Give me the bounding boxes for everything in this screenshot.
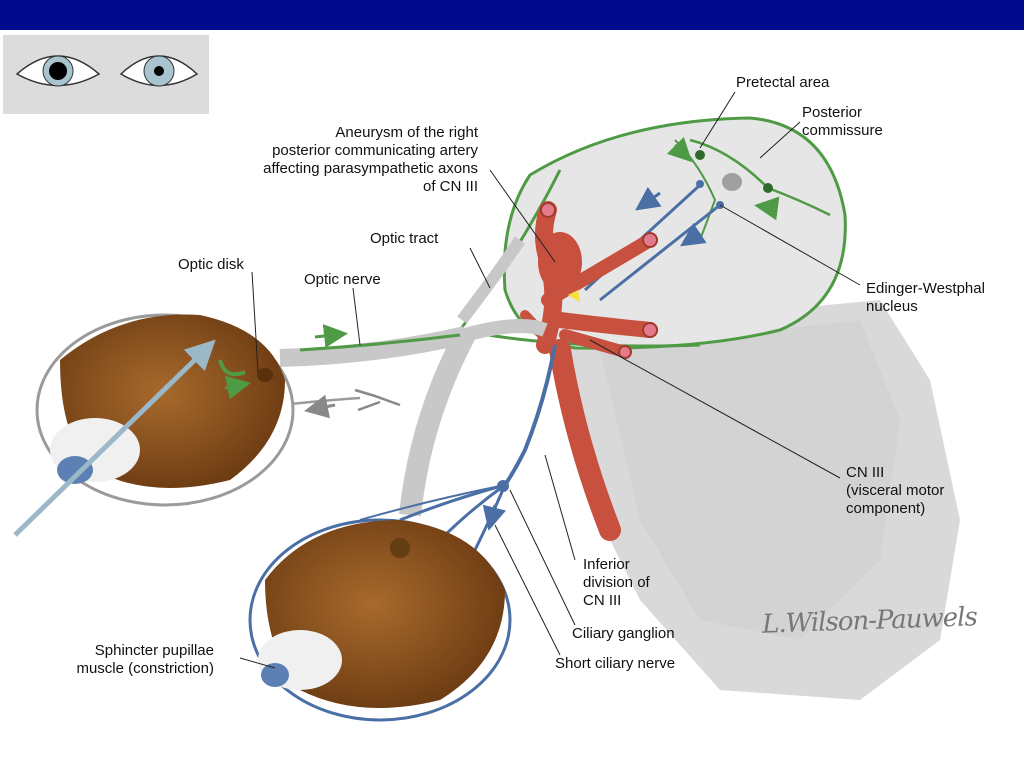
label-aneurysm: Aneurysm of the right posterior communic… <box>263 124 478 195</box>
arteries <box>520 201 658 541</box>
right-eyeball <box>248 518 512 722</box>
title-bar <box>0 0 1024 30</box>
label-sphincter-pupillae: Sphincter pupillae muscle (constriction) <box>76 642 214 677</box>
label-posterior-commissure: Posterior commissure <box>802 104 883 139</box>
label-inferior-division: Inferior division of CN III <box>583 556 650 609</box>
brainstem <box>502 116 960 700</box>
label-optic-nerve: Optic nerve <box>304 271 381 288</box>
left-eyeball <box>35 313 295 507</box>
label-short-ciliary-nerve: Short ciliary nerve <box>555 655 676 672</box>
pupil-comparison-panel <box>3 35 209 114</box>
pretectal-green-synapses <box>666 136 780 221</box>
eye-icon-normal-pupil <box>119 55 199 87</box>
label-cn3-visceral-motor: CN III (visceral motor component) <box>846 464 945 517</box>
label-ciliary-ganglion: Ciliary ganglion <box>572 625 675 642</box>
optic-pathway <box>279 236 548 517</box>
cn3-nerve <box>359 344 557 561</box>
label-pretectal-area: Pretectal area <box>736 74 830 91</box>
incoming-light-arrow <box>13 339 216 537</box>
pupil-comparison-graphic <box>15 55 199 87</box>
leader-lines <box>239 91 861 669</box>
label-optic-tract: Optic tract <box>370 230 439 247</box>
eye-icon-dilated-pupil <box>15 55 101 87</box>
label-optic-disk: Optic disk <box>178 256 244 273</box>
label-edinger-westphal-nucleus: Edinger-Westphal nucleus <box>866 280 985 315</box>
